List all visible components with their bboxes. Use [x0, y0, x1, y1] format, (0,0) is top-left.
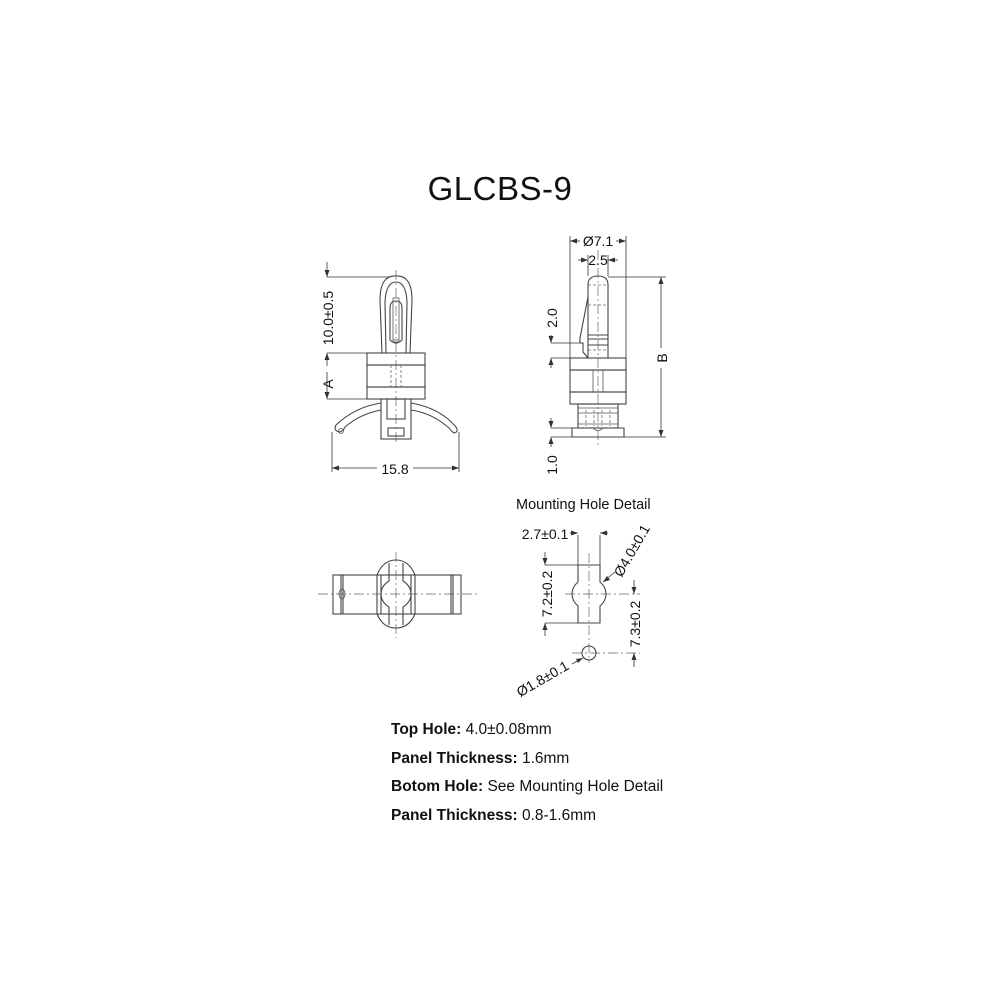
- spec-label: Panel Thickness:: [391, 749, 518, 767]
- spec-label: Top Hole:: [391, 721, 462, 738]
- dim-b: B: [654, 353, 670, 362]
- spec-bottom-hole: Botom Hole: See Mounting Hole Detail: [391, 776, 663, 805]
- spec-value: 1.6mm: [517, 749, 570, 767]
- dim-a: A: [320, 379, 336, 389]
- spec-label: Botom Hole:: [391, 778, 484, 795]
- spec-top-hole: Top Hole: 4.0±0.08mm: [391, 719, 663, 748]
- dim-height-top: 10.0±0.5: [320, 291, 336, 346]
- mounting-hole-detail-drawing: 2.7±0.1 Ø4.0±0.1 7.2±0.2 7.3±0.2 Ø1.8±0.…: [514, 521, 653, 700]
- dim-hole-spacing: 7.3±0.2: [627, 600, 643, 647]
- specifications-list: Top Hole: 4.0±0.08mm Panel Thickness: 1.…: [391, 719, 663, 833]
- part-number-title: GLCBS-9: [427, 170, 573, 207]
- dim-slot-width: 2.7±0.1: [522, 526, 569, 542]
- mounting-hole-detail-title: Mounting Hole Detail: [516, 497, 651, 513]
- side-view: Ø7.1 2.5 2.0 1.0 B: [544, 233, 670, 475]
- dim-slot-length: 7.2±0.2: [539, 570, 555, 617]
- spec-panel-thickness-bottom: Panel Thickness: 0.8-1.6mm: [391, 805, 663, 834]
- dim-small-hole: Ø1.8±0.1: [514, 657, 572, 700]
- front-view: 10.0±0.5 A 15.8: [320, 262, 460, 477]
- dim-tip-width: 2.5: [588, 252, 608, 268]
- dim-width: 15.8: [381, 461, 408, 477]
- top-view: [318, 552, 478, 638]
- dim-diameter: Ø7.1: [583, 233, 614, 249]
- dim-slot-diameter: Ø4.0±0.1: [610, 521, 653, 579]
- spec-value: 4.0±0.08mm: [461, 721, 552, 738]
- spec-value: See Mounting Hole Detail: [483, 778, 664, 795]
- dim-latch: 2.0: [544, 308, 560, 328]
- dim-base: 1.0: [544, 455, 560, 475]
- spec-value: 0.8-1.6mm: [517, 806, 597, 824]
- spec-label: Panel Thickness:: [391, 806, 518, 824]
- spec-panel-thickness-top: Panel Thickness: 1.6mm: [391, 748, 663, 777]
